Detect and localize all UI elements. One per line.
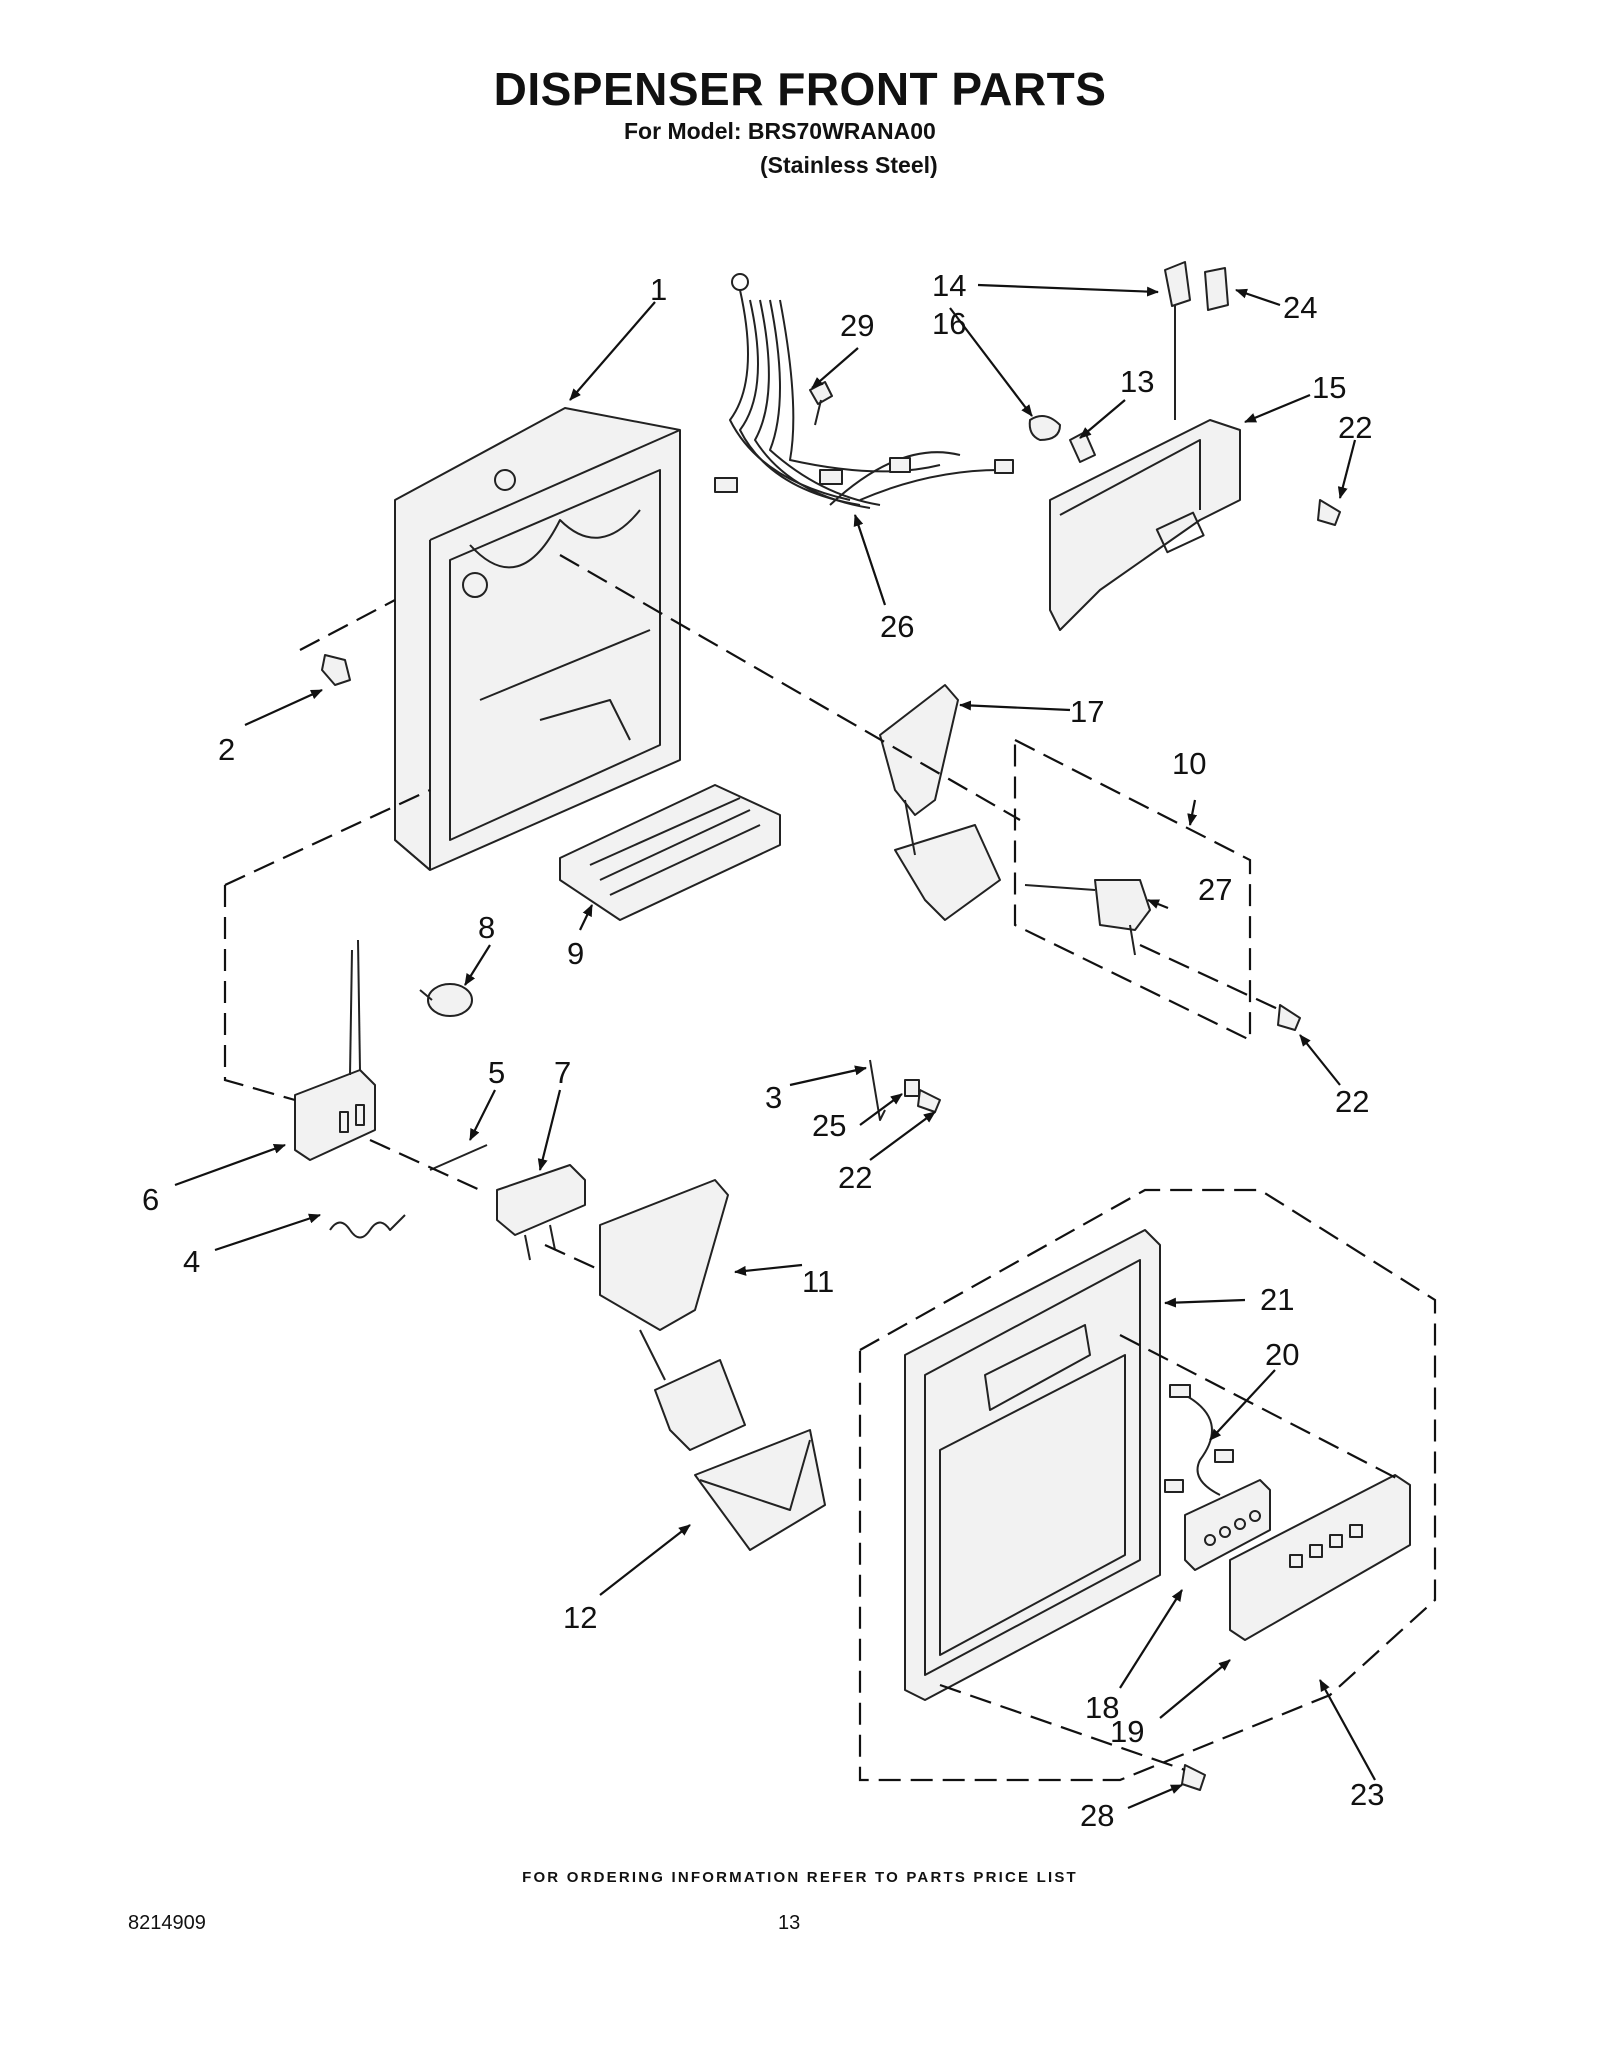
callout-25: 25 (812, 1108, 846, 1143)
part-28-screw (1181, 1764, 1206, 1791)
callout-8: 8 (478, 910, 495, 945)
callout-labels: 1 2 3 4 5 6 7 8 9 10 11 12 13 14 15 16 1… (142, 268, 1384, 1833)
callout-20: 20 (1265, 1337, 1299, 1372)
part-21-front-frame (904, 1229, 1161, 1701)
callout-24: 24 (1283, 290, 1317, 325)
assembly-line (223, 885, 296, 1102)
group-23-outline (858, 1188, 1437, 1782)
callout-22-a: 22 (1338, 410, 1372, 445)
callout-11: 11 (802, 1264, 834, 1299)
callout-15: 15 (1312, 370, 1346, 405)
callout-2: 2 (218, 732, 235, 767)
callout-22-b: 22 (1335, 1084, 1369, 1119)
callout-6: 6 (142, 1182, 159, 1217)
ordering-note: FOR ORDERING INFORMATION REFER TO PARTS … (522, 1869, 1078, 1886)
assembly-line (299, 599, 396, 651)
callout-1: 1 (650, 272, 667, 307)
assembly-line (369, 1138, 481, 1192)
assembly-line (1139, 944, 1281, 1011)
callout-16: 16 (932, 306, 966, 341)
page-title: DISPENSER FRONT PARTS (493, 63, 1107, 115)
part-20-harness (1164, 1384, 1234, 1496)
callout-3: 3 (765, 1080, 782, 1115)
leader-lines (174, 283, 1376, 1810)
part-12-drip-tray (694, 1429, 826, 1551)
part-29-screw (809, 381, 833, 426)
variant-label: (Stainless Steel) (760, 152, 938, 178)
part-9-grille (559, 784, 781, 921)
callout-13: 13 (1120, 364, 1154, 399)
callout-14: 14 (932, 268, 966, 303)
document-number: 8214909 (128, 1912, 206, 1934)
callout-7: 7 (554, 1055, 571, 1090)
callout-22-c: 22 (838, 1160, 872, 1195)
part-27-lever (1024, 879, 1151, 956)
callout-18: 18 (1085, 1690, 1119, 1725)
callout-17: 17 (1070, 694, 1104, 729)
part-22-screw-c (917, 1089, 941, 1113)
part-1-housing (394, 407, 681, 871)
assembly-line (1119, 1334, 1401, 1481)
part-22-screw-a (1317, 499, 1341, 526)
callout-9: 9 (567, 936, 584, 971)
part-22-screw-b (1277, 1004, 1301, 1031)
part-19-overlay (1229, 1474, 1411, 1641)
callout-12: 12 (563, 1600, 597, 1635)
part-17-actuator (879, 684, 1001, 921)
callout-21: 21 (1260, 1282, 1294, 1317)
callout-19: 19 (1110, 1714, 1144, 1749)
group-10-outline (1013, 738, 1252, 1042)
part-25-plate (904, 1079, 920, 1097)
part-24-plate (1204, 267, 1229, 311)
part-4-spring (329, 1214, 406, 1239)
part-18-control-board (1184, 1479, 1271, 1571)
part-2-screw (321, 654, 351, 686)
assembly-line (544, 1243, 601, 1272)
part-7-door (496, 1164, 586, 1261)
part-26-wire-harness (714, 273, 1014, 509)
callout-26: 26 (880, 609, 914, 644)
callout-27: 27 (1198, 872, 1232, 907)
part-16-lamp (1028, 415, 1061, 441)
callout-29: 29 (840, 308, 874, 343)
part-6-motor (294, 939, 376, 1161)
callout-28: 28 (1080, 1798, 1114, 1833)
part-11-paddle (599, 1179, 746, 1451)
part-8-solenoid (419, 983, 473, 1017)
page-number: 13 (778, 1912, 801, 1934)
part-5-rod (429, 1144, 488, 1171)
part-3-clip (869, 1059, 886, 1121)
assembly-line (939, 1683, 1186, 1772)
part-15-bracket (1049, 300, 1241, 631)
callout-5: 5 (488, 1055, 505, 1090)
assembly-line (559, 554, 1021, 821)
callout-4: 4 (183, 1244, 200, 1279)
part-14-switch (1164, 261, 1191, 307)
assembly-line (224, 789, 431, 886)
model-line: For Model: BRS70WRANA00 (624, 118, 936, 144)
callout-23: 23 (1350, 1777, 1384, 1812)
callout-10: 10 (1172, 746, 1206, 781)
